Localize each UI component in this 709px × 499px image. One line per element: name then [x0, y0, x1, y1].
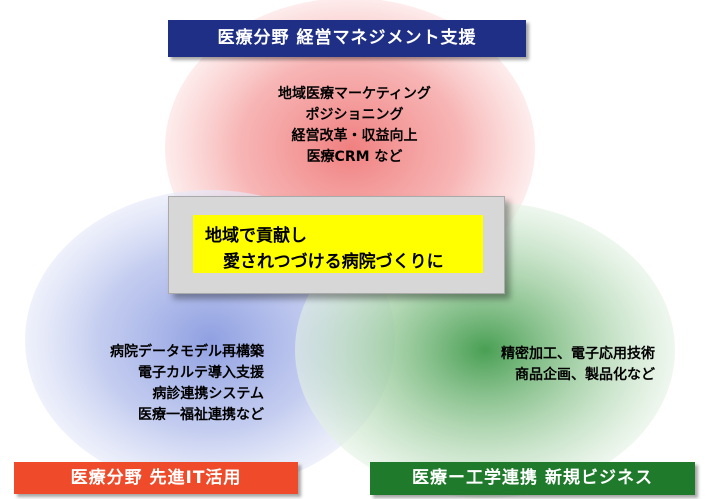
center-message-box: 地域で貢献し 愛されつづける病院づくりに — [168, 196, 505, 294]
list-item: 商品企画、製品化など — [515, 367, 655, 383]
list-item: 地域医療マーケティング — [278, 86, 431, 102]
left-section-items: 病院データモデル再構築 電子カルテ導入支援 病診連携システム 医療一福祉連携など — [110, 342, 264, 426]
list-item: 医療CRM など — [306, 149, 403, 165]
list-item: 病院データモデル再構築 — [110, 344, 264, 360]
top-section-title: 医療分野 経営マネジメント支援 — [168, 20, 526, 57]
list-item: 医療一福祉連携など — [138, 407, 264, 423]
list-item: 経営改革・収益向上 — [291, 128, 418, 144]
top-section-items: 地域医療マーケティング ポジショニング 経営改革・収益向上 医療CRM など — [0, 84, 709, 168]
list-item: 病診連携システム — [152, 386, 264, 402]
list-item: 電子カルテ導入支援 — [138, 365, 264, 381]
center-line-1: 地域で貢献し — [205, 226, 307, 246]
center-line-2: 愛されつづける病院づくりに — [223, 252, 444, 272]
right-section-items: 精密加工、電子応用技術 商品企画、製品化など — [425, 344, 655, 386]
list-item: 精密加工、電子応用技術 — [501, 346, 655, 362]
left-section-title: 医療分野 先進IT活用 — [14, 462, 298, 494]
center-highlight: 地域で貢献し 愛されつづける病院づくりに — [193, 215, 483, 273]
list-item: ポジショニング — [305, 107, 404, 123]
right-section-title: 医療ー工学連携 新規ビジネス — [370, 462, 695, 495]
